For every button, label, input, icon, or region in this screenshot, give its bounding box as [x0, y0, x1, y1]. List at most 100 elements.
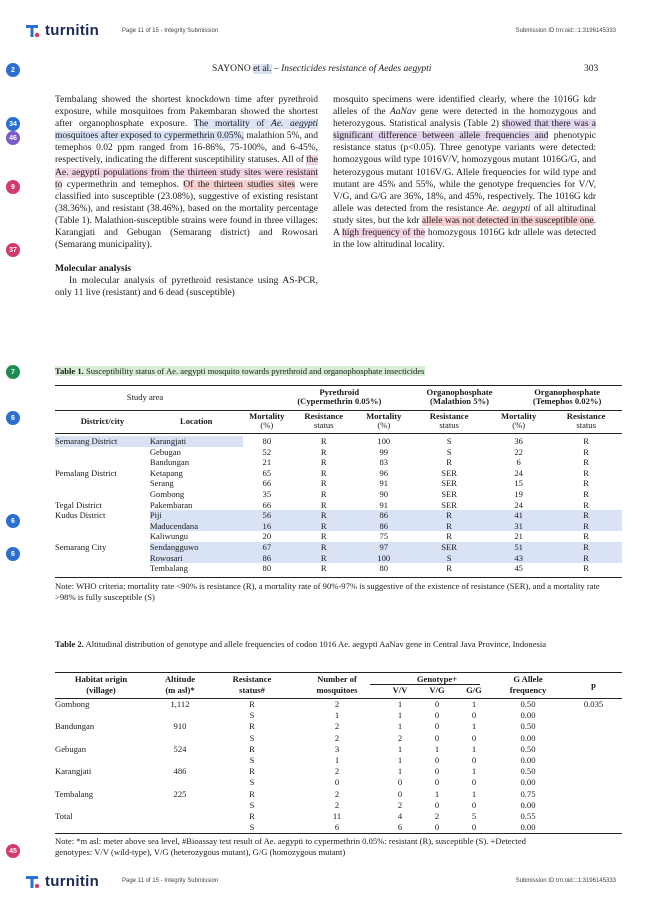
table-cell: 91	[379, 478, 389, 489]
table-cell: 24	[514, 499, 523, 510]
table1-caption-text: Susceptibility status of Ae. aegypti mos…	[83, 366, 425, 376]
header-cell: (village)	[86, 685, 116, 695]
table-cell: Tegal District	[55, 499, 102, 510]
table-cell: 100	[356, 552, 412, 564]
logo-text: turnitin	[45, 21, 100, 39]
table-cell: 0.55	[520, 811, 536, 822]
table-cell: 0.00	[520, 799, 536, 810]
table-cell: 80	[262, 563, 272, 574]
match-badge[interactable]: 6	[6, 547, 20, 561]
table-cell	[55, 777, 147, 788]
header-cell: District/city	[80, 415, 125, 426]
table-cell: S	[249, 755, 255, 766]
table-cell: 16	[242, 520, 292, 532]
table-cell: R	[583, 457, 589, 468]
table-cell: R	[320, 446, 327, 457]
highlight-run: The mortality of	[193, 119, 272, 130]
table2-note: Note: *m asl: meter above sea level, #Bi…	[55, 836, 622, 858]
table-cell: SER	[441, 467, 457, 478]
table2-caption: Table 2. Altitudinal distribution of gen…	[55, 639, 622, 650]
table-cell: R	[291, 541, 357, 553]
header-cell: Location	[179, 415, 213, 426]
table-cell: 91	[379, 499, 389, 510]
page-info: Page 11 of 15 - Integrity Submission	[122, 28, 219, 34]
table-cell: 6	[334, 822, 340, 833]
table-cell: 0	[471, 822, 477, 833]
table-cell: Serang	[149, 478, 174, 489]
header-cell: Habitat origin	[74, 674, 128, 684]
table-cell: 4	[397, 811, 403, 822]
table-cell	[565, 789, 622, 800]
header-cell: Resistance	[304, 411, 344, 421]
table-cell: Bandungan	[55, 721, 95, 732]
table-cell: R	[320, 457, 327, 468]
table-cell	[565, 721, 622, 732]
table2-note-line1: Note: *m asl: meter above sea level, #Bi…	[55, 836, 526, 846]
table-cell: 2	[334, 788, 340, 799]
text-run: of all altitudinal study sites, but the …	[333, 203, 596, 226]
table-cell: 83	[379, 457, 389, 468]
turnitin-logo-icon	[26, 25, 40, 38]
table-cell: 486	[173, 766, 187, 777]
header-cell: V/V	[392, 685, 408, 695]
highlight-run: Of the thirteen studies sites	[183, 179, 296, 190]
table-cell: R	[550, 541, 622, 553]
match-badge[interactable]: 2	[6, 63, 20, 77]
table2-note-line2: genotypes: V/V (wild-type), V/G (heteroz…	[55, 847, 346, 857]
table-cell: 0.50	[520, 743, 536, 754]
header-cell: Genotype+	[416, 674, 458, 684]
header-cell: status#	[239, 685, 265, 695]
table-cell: 24	[514, 467, 523, 478]
table-cell: R	[583, 436, 589, 446]
table-cell: Tembalang	[149, 563, 188, 574]
table-cell: Gebugan	[55, 743, 87, 754]
table-cell: R	[583, 488, 589, 499]
left-column: Tembalang showed the shortest knockdown …	[55, 94, 319, 300]
table-cell	[55, 478, 150, 489]
table-cell: R	[291, 552, 357, 564]
table-cell: Semarang City	[55, 541, 107, 552]
table-cell: R	[320, 467, 327, 478]
match-badge[interactable]: 9	[6, 180, 20, 194]
table-cell: 0.00	[520, 755, 536, 766]
match-badge[interactable]: 37	[6, 243, 20, 257]
table-cell: Maducendana	[149, 520, 243, 532]
table-cell	[55, 489, 150, 500]
table-cell: 2	[434, 811, 440, 822]
table-cell: 80	[262, 436, 272, 446]
match-badge[interactable]: 45	[6, 844, 20, 858]
header-text: Organophosphate	[426, 387, 493, 397]
match-badge[interactable]: 34	[6, 117, 20, 131]
table2-label: Table 2.	[55, 639, 84, 649]
table-cell: 80	[379, 563, 389, 574]
turnitin-logo: turnitin	[23, 19, 99, 41]
table1-column-header-line2: (%) status (%) status (%) status	[55, 421, 622, 430]
table-cell: R	[249, 721, 255, 732]
header-cell: (%)	[512, 420, 526, 430]
table-cell: 97	[356, 541, 412, 553]
match-badge[interactable]: 46	[6, 131, 20, 145]
table-cell: 36	[514, 436, 523, 446]
table-cell: 0.00	[520, 710, 536, 721]
match-badge[interactable]: 6	[6, 514, 20, 528]
match-badge[interactable]: 7	[6, 365, 20, 379]
table-cell: 21	[262, 457, 272, 468]
table-cell: 66	[262, 478, 272, 489]
match-badge[interactable]: 6	[6, 411, 20, 425]
header-cell: status	[576, 420, 596, 430]
table-cell: S	[411, 552, 488, 564]
table-cell: Gombong	[149, 488, 185, 499]
table-cell: 66	[262, 499, 272, 510]
table-cell: 1	[334, 710, 340, 721]
table-cell: S	[249, 799, 255, 810]
